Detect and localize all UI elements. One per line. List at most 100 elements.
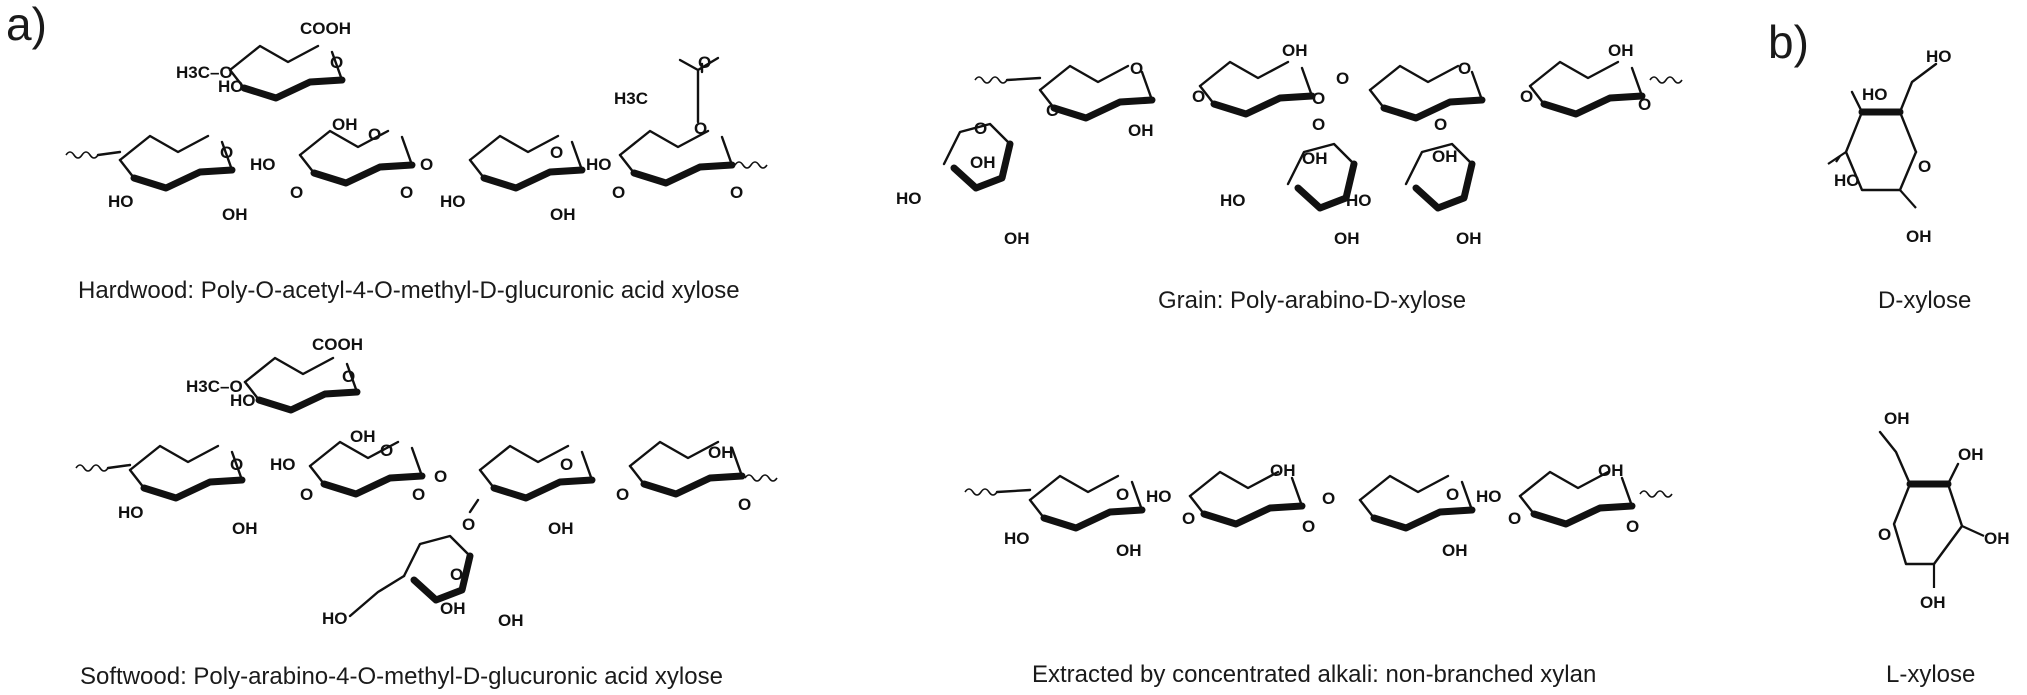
svg-text:OH: OH xyxy=(1442,541,1468,560)
svg-text:OH: OH xyxy=(440,599,466,618)
svg-text:HO: HO xyxy=(1862,85,1888,104)
svg-text:O: O xyxy=(412,485,425,504)
svg-text:O: O xyxy=(698,53,711,72)
svg-text:COOH: COOH xyxy=(312,335,363,354)
svg-text:O: O xyxy=(1336,69,1349,88)
svg-text:HO: HO xyxy=(218,77,244,96)
caption-l-xylose: L-xylose xyxy=(1886,661,1975,688)
svg-text:O: O xyxy=(462,515,475,534)
svg-text:OH: OH xyxy=(1334,229,1360,248)
svg-text:HO: HO xyxy=(1146,487,1172,506)
svg-text:O: O xyxy=(730,183,743,202)
svg-text:O: O xyxy=(380,441,393,460)
svg-text:O: O xyxy=(1182,509,1195,528)
svg-text:O: O xyxy=(1918,157,1931,176)
svg-text:OH: OH xyxy=(1884,409,1910,428)
svg-text:H3C–O: H3C–O xyxy=(176,63,233,82)
svg-text:O: O xyxy=(1434,115,1447,134)
l-xylose-structure: OH OH OH O OH xyxy=(1878,409,2010,612)
svg-text:HO: HO xyxy=(118,503,144,522)
svg-text:OH: OH xyxy=(1004,229,1030,248)
svg-text:HO: HO xyxy=(270,455,296,474)
svg-text:H3C–O: H3C–O xyxy=(186,377,243,396)
svg-text:O: O xyxy=(290,183,303,202)
svg-text:O: O xyxy=(450,565,463,584)
panel-b-label: b) xyxy=(1768,16,1809,68)
svg-text:O: O xyxy=(550,143,563,162)
hardwood-structure: O HO OH O HO O O COOH H3C–O HO O OH O O … xyxy=(65,19,768,224)
svg-text:OH: OH xyxy=(222,205,248,224)
svg-text:OH: OH xyxy=(970,153,996,172)
grain-structure: O OH O O OH O O O O OH O O OH OH HO O OH… xyxy=(896,41,1683,248)
svg-text:HO: HO xyxy=(1926,47,1952,66)
svg-text:OH: OH xyxy=(232,519,258,538)
svg-text:HO: HO xyxy=(586,155,612,174)
svg-text:HO: HO xyxy=(1476,487,1502,506)
svg-text:O: O xyxy=(330,53,343,72)
svg-text:O: O xyxy=(400,183,413,202)
svg-text:O: O xyxy=(738,495,751,514)
svg-text:O: O xyxy=(1520,87,1533,106)
svg-text:O: O xyxy=(368,125,381,144)
caption-grain: Grain: Poly-arabino-D-xylose xyxy=(1158,287,1466,314)
svg-text:OH: OH xyxy=(708,443,734,462)
softwood-structure: O HO OH O HO O O COOH H3C–O HO O OH O O … xyxy=(75,335,778,630)
svg-text:OH: OH xyxy=(1270,461,1296,480)
svg-text:OH: OH xyxy=(1128,121,1154,140)
svg-text:HO: HO xyxy=(896,189,922,208)
svg-text:O: O xyxy=(1458,59,1471,78)
svg-text:O: O xyxy=(1878,525,1891,544)
svg-text:OH: OH xyxy=(1958,445,1984,464)
svg-text:HO: HO xyxy=(322,609,348,628)
caption-d-xylose: D-xylose xyxy=(1878,287,1971,314)
d-xylose-structure: HO HO HO O OH xyxy=(1827,47,1952,246)
svg-text:HO: HO xyxy=(1004,529,1030,548)
svg-text:O: O xyxy=(1302,517,1315,536)
svg-text:HO: HO xyxy=(230,391,256,410)
svg-text:OH: OH xyxy=(1282,41,1308,60)
caption-hardwood: Hardwood: Poly-O-acetyl-4-O-methyl-D-glu… xyxy=(78,277,740,304)
svg-text:O: O xyxy=(300,485,313,504)
svg-text:O: O xyxy=(434,467,447,486)
svg-text:OH: OH xyxy=(1608,41,1634,60)
svg-text:O: O xyxy=(1116,485,1129,504)
svg-text:OH: OH xyxy=(1984,529,2010,548)
svg-text:OH: OH xyxy=(548,519,574,538)
svg-text:O: O xyxy=(420,155,433,174)
svg-text:O: O xyxy=(1046,101,1059,120)
svg-text:OH: OH xyxy=(1920,593,1946,612)
svg-text:OH: OH xyxy=(1116,541,1142,560)
svg-text:O: O xyxy=(1508,509,1521,528)
svg-text:OH: OH xyxy=(350,427,376,446)
svg-text:HO: HO xyxy=(1346,191,1372,210)
caption-softwood: Softwood: Poly-arabino-4-O-methyl-D-gluc… xyxy=(80,663,723,690)
svg-text:OH: OH xyxy=(1302,149,1328,168)
svg-text:OH: OH xyxy=(332,115,358,134)
svg-text:O: O xyxy=(974,119,987,138)
svg-text:OH: OH xyxy=(1906,227,1932,246)
svg-text:HO: HO xyxy=(250,155,276,174)
svg-text:HO: HO xyxy=(1220,191,1246,210)
svg-text:HO: HO xyxy=(1834,171,1860,190)
caption-alkali: Extracted by concentrated alkali: non-br… xyxy=(1032,661,1596,688)
svg-text:O: O xyxy=(1130,59,1143,78)
svg-text:OH: OH xyxy=(550,205,576,224)
svg-text:OH: OH xyxy=(498,611,524,630)
svg-text:O: O xyxy=(1322,489,1335,508)
svg-text:O: O xyxy=(616,485,629,504)
svg-text:O: O xyxy=(342,367,355,386)
svg-text:O: O xyxy=(230,455,243,474)
svg-text:HO: HO xyxy=(440,192,466,211)
svg-text:H3C: H3C xyxy=(614,89,648,108)
panel-a-label: a) xyxy=(6,0,47,50)
svg-text:OH: OH xyxy=(1432,147,1458,166)
svg-text:OH: OH xyxy=(1598,461,1624,480)
svg-text:O: O xyxy=(220,143,233,162)
svg-text:O: O xyxy=(1312,89,1325,108)
svg-text:O: O xyxy=(1446,485,1459,504)
svg-text:O: O xyxy=(1192,87,1205,106)
svg-text:HO: HO xyxy=(108,192,134,211)
svg-text:COOH: COOH xyxy=(300,19,351,38)
